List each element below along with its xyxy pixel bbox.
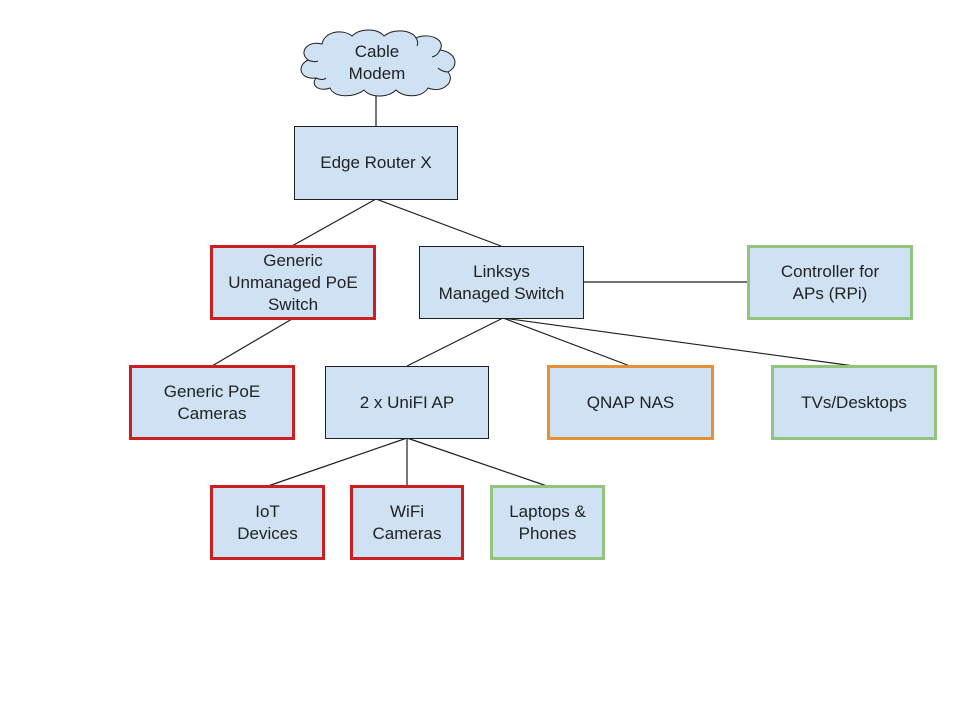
cloud-icon: [300, 29, 456, 97]
cable-modem-node[interactable]: Cable Modem: [294, 28, 460, 98]
ap-controller-node[interactable]: Controller for APs (RPi): [747, 245, 913, 320]
ap-controller-label: Controller for APs (RPi): [780, 261, 880, 303]
edge-linksys-unifi: [406, 317, 504, 367]
wifi-cameras-node[interactable]: WiFi Cameras: [350, 485, 464, 560]
edge-unifi-iot: [267, 437, 408, 487]
linksys-switch-node[interactable]: Linksys Managed Switch: [419, 246, 584, 319]
edge-unifi-laptops: [406, 437, 548, 487]
qnap-nas-node[interactable]: QNAP NAS: [547, 365, 714, 440]
unifi-ap-node[interactable]: 2 x UniFI AP: [325, 366, 489, 439]
wifi-cameras-label: WiFi Cameras: [372, 501, 442, 543]
edge-linksys-nas: [502, 317, 631, 367]
edge-linksys-tvs: [502, 317, 855, 367]
laptops-phones-node[interactable]: Laptops & Phones: [490, 485, 605, 560]
iot-devices-node[interactable]: IoT Devices: [210, 485, 325, 560]
unmanaged-poe-switch-label: Generic Unmanaged PoE Switch: [228, 250, 358, 314]
cable-modem-label: Cable Modem: [348, 42, 406, 83]
linksys-switch-label: Linksys Managed Switch: [438, 261, 565, 303]
tvs-desktops-label: TVs/Desktops: [801, 392, 907, 412]
edge-poe-switch-cameras: [211, 318, 293, 367]
laptops-phones-label: Laptops & Phones: [509, 501, 586, 543]
poe-cameras-node[interactable]: Generic PoE Cameras: [129, 365, 295, 440]
edge-router-node[interactable]: Edge Router X: [294, 126, 458, 200]
tvs-desktops-node[interactable]: TVs/Desktops: [771, 365, 937, 440]
poe-cameras-label: Generic PoE Cameras: [163, 381, 261, 423]
iot-devices-label: IoT Devices: [237, 501, 298, 543]
qnap-nas-label: QNAP NAS: [586, 392, 675, 412]
unifi-ap-label: 2 x UniFI AP: [359, 392, 455, 412]
edge-router-label: Edge Router X: [320, 153, 432, 172]
edge-router-linksys: [375, 198, 502, 247]
unmanaged-poe-switch-node[interactable]: Generic Unmanaged PoE Switch: [210, 245, 376, 320]
edge-router-poe-switch: [291, 198, 377, 247]
